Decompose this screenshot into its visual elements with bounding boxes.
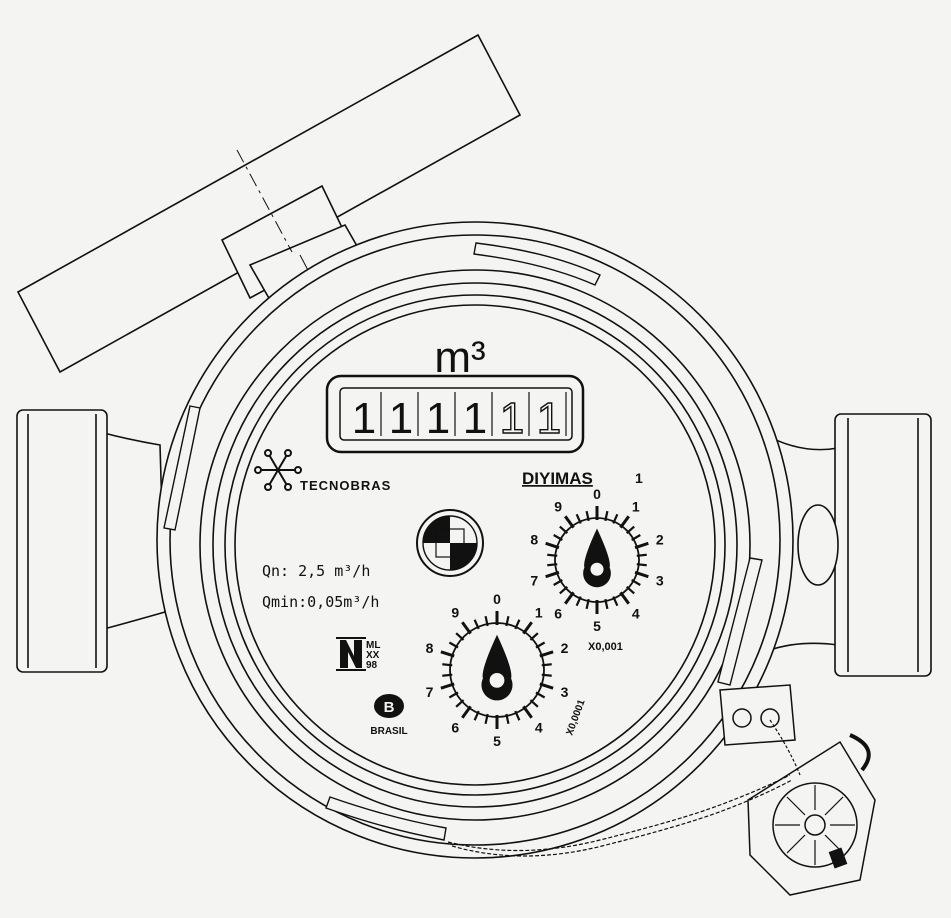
dial-lower-number: 3 — [561, 684, 569, 700]
seal-wire-3 — [769, 719, 801, 776]
approval-mark: ML XX 98 — [336, 637, 380, 671]
approval-line-1: ML — [366, 640, 380, 651]
country-badge-letter: B — [384, 699, 395, 716]
model-number: 1 — [635, 470, 643, 486]
approval-line-3: 98 — [366, 660, 378, 671]
dial-upper: 0 1 2 3 4 5 6 7 8 9 — [530, 486, 664, 634]
dial-upper-multiplier: X0,001 — [588, 641, 623, 653]
approval-n-icon — [340, 640, 362, 668]
dial-lower-number: 9 — [451, 605, 459, 621]
counter-digit: 1 — [463, 394, 487, 443]
spec-qmin: Qmin:0,05m³/h — [262, 593, 379, 611]
dial-lower-number: 8 — [426, 640, 434, 656]
dial-upper-number: 5 — [593, 618, 601, 634]
handle-centerline — [236, 149, 293, 253]
dial-upper-number: 2 — [656, 532, 664, 548]
dial-upper-number: 8 — [530, 532, 538, 548]
dial-face-rim — [234, 304, 716, 786]
dial-lower: 0 1 2 3 4 5 6 7 8 9 — [426, 591, 569, 749]
security-seal — [719, 684, 876, 896]
ring-slots — [163, 242, 763, 841]
counter-digit: 1 — [389, 394, 413, 443]
dial-lower-number: 7 — [426, 684, 434, 700]
flow-indicator-wheel — [416, 509, 484, 577]
country-text: BRASIL — [370, 726, 407, 737]
dial-lower-number: 4 — [535, 719, 543, 735]
spec-qn: Qn: 2,5 m³/h — [262, 562, 370, 580]
dial-upper-number: 0 — [593, 486, 601, 502]
unit-label: m³ — [434, 333, 485, 382]
outlet-boss — [797, 504, 839, 586]
seal-mount — [719, 684, 796, 746]
bezel-ring-inner — [212, 282, 738, 808]
inlet-connector-left — [16, 409, 166, 673]
country-badge: B BRASIL — [370, 694, 408, 737]
maker-name: TECNOBRAS — [300, 478, 391, 493]
dial-upper-number: 1 — [632, 499, 640, 515]
dial-lower-number: 5 — [493, 733, 501, 749]
seal-wire-2 — [451, 779, 793, 857]
dial-upper-number: 6 — [554, 605, 562, 621]
inlet-neck — [99, 430, 166, 632]
counter-digit: 1 — [426, 394, 450, 443]
maker-logo — [254, 449, 302, 491]
outer-body-ring-inner — [169, 234, 781, 846]
dial-lower-number: 1 — [535, 605, 543, 621]
counter-digit: 1 — [352, 394, 376, 443]
counter-digit: 1 — [500, 394, 524, 443]
inlet-nut — [16, 409, 108, 673]
handle-bar — [16, 33, 522, 374]
counter-digit: 1 — [537, 394, 561, 443]
outlet-nut — [834, 413, 932, 677]
approval-line-2: XX — [366, 650, 380, 661]
dial-lower-number: 2 — [561, 640, 569, 656]
dial-lower-number: 0 — [493, 591, 501, 607]
dial-upper-number: 4 — [632, 605, 640, 621]
star-logo-icon — [254, 449, 302, 491]
seal-wire — [447, 774, 791, 852]
dial-upper-number: 9 — [554, 499, 562, 515]
dial-lower-number: 6 — [451, 719, 459, 735]
model-name: DIYIMAS — [522, 469, 593, 488]
dial-upper-number: 7 — [530, 572, 538, 588]
dial-upper-number: 3 — [656, 572, 664, 588]
counter-inner — [339, 387, 573, 441]
